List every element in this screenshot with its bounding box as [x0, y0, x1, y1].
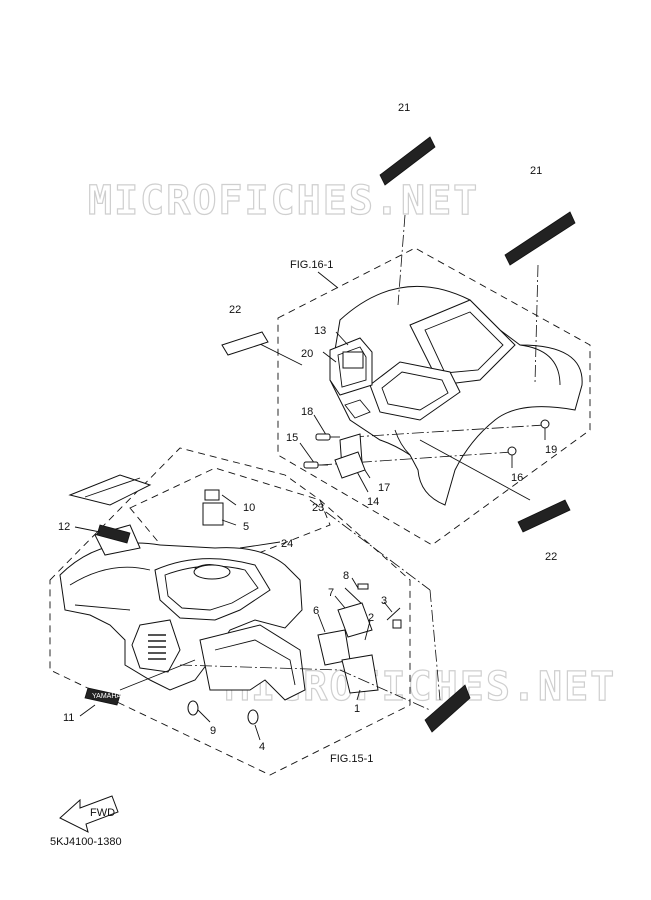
callout-13: 13 [314, 325, 326, 337]
callout-6: 6 [313, 605, 319, 617]
callout-19: 19 [545, 444, 557, 456]
callout-labels: 21 21 22 13 20 18 15 19 16 17 14 22 23 1… [58, 102, 557, 753]
forward-arrow-text: FWD [90, 807, 115, 819]
decal-22-right [517, 499, 571, 533]
bolt-15 [303, 461, 328, 469]
front-fender-group-boundary [49, 447, 411, 776]
catalog-code: 5KJ4100-1380 [50, 836, 122, 848]
front-fender [59, 542, 306, 701]
callout-3: 3 [381, 595, 387, 607]
decal-24 [193, 564, 231, 580]
decal-11-text: YAMAHA [92, 693, 121, 700]
callout-14: 14 [367, 496, 379, 508]
bolt-3 [386, 607, 402, 629]
decal-22-left [221, 331, 269, 356]
decal-21-upper [379, 136, 436, 186]
callout-16: 16 [511, 472, 523, 484]
plates-7-2-6-1 [317, 602, 379, 694]
callout-8: 8 [343, 570, 349, 582]
decal-10-5 [202, 489, 224, 526]
callout-22-a: 22 [229, 304, 241, 316]
bolt-8 [344, 583, 369, 606]
rear-fender-group-boundary [277, 247, 591, 546]
decal-side-right [424, 684, 471, 733]
callout-21-a: 21 [398, 102, 410, 114]
callout-11: 11 [63, 712, 74, 724]
callout-17: 17 [378, 482, 390, 494]
callout-1: 1 [354, 703, 360, 715]
grommet-4 [247, 709, 259, 725]
callout-7: 7 [328, 587, 334, 599]
callout-9: 9 [210, 725, 216, 737]
fig-ref-15-1: FIG.15-1 [330, 753, 373, 765]
callout-18: 18 [301, 406, 313, 418]
watermark-top: MICROFICHES.NET [88, 178, 479, 224]
decal-21-lower [504, 211, 576, 266]
plate-13-20 [342, 351, 364, 369]
callout-12: 12 [58, 521, 70, 533]
bracket-14-17 [334, 433, 366, 479]
callout-5: 5 [243, 521, 249, 533]
callout-22-b: 22 [545, 551, 557, 563]
nut-16 [507, 446, 517, 456]
bolt-18 [315, 433, 340, 441]
callout-23: 23 [312, 502, 324, 514]
callout-4: 4 [259, 741, 265, 753]
forward-arrow-icon: FWD [59, 795, 119, 833]
callout-10: 10 [243, 502, 255, 514]
callout-24: 24 [281, 538, 293, 550]
callout-15: 15 [286, 432, 298, 444]
callout-20: 20 [301, 348, 313, 360]
nut-19 [540, 419, 550, 429]
grommet-9 [187, 700, 199, 716]
decal-11: YAMAHA [84, 687, 121, 706]
front-panel-lower [68, 474, 152, 556]
callout-21-b: 21 [530, 165, 542, 177]
fig-ref-16-1: FIG.16-1 [290, 259, 333, 271]
callout-2: 2 [368, 612, 374, 624]
